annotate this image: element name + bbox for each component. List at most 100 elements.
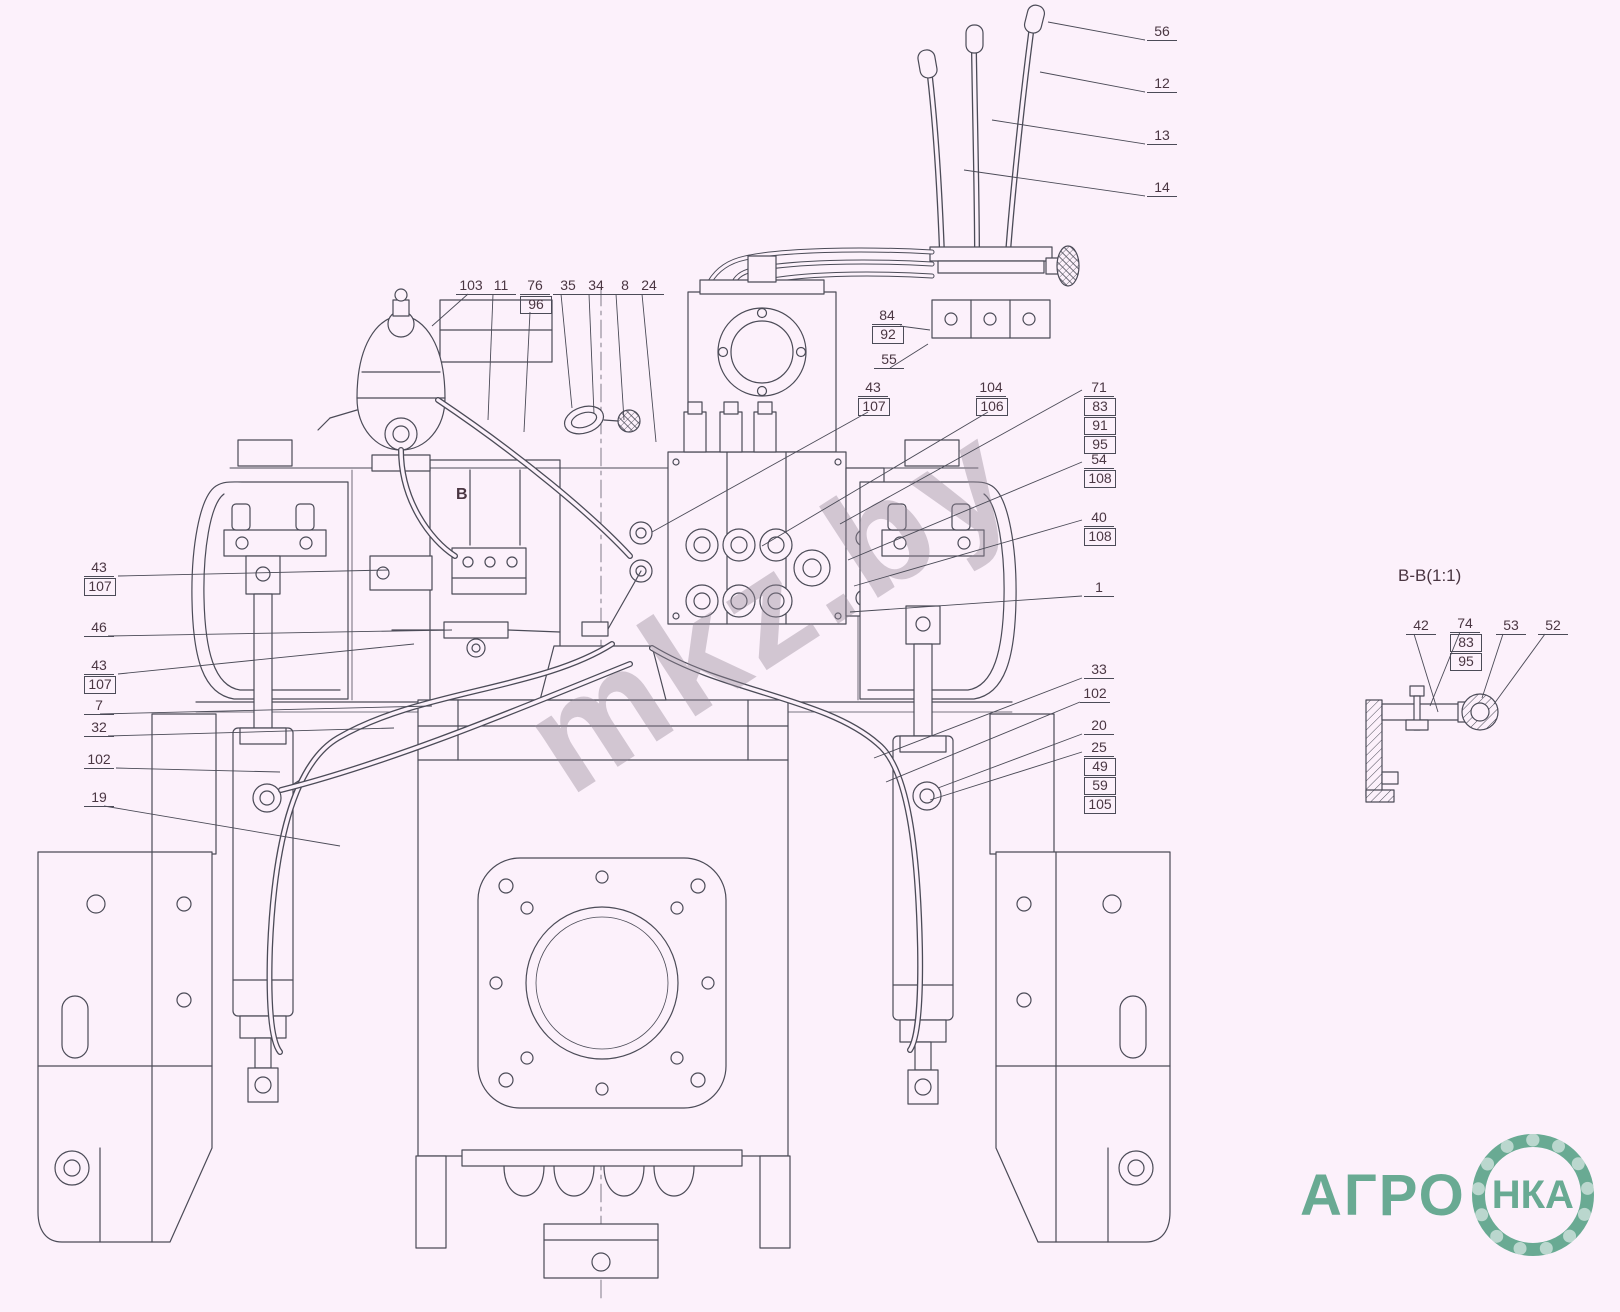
part-callout: 7	[84, 698, 114, 715]
part-callout: 11	[486, 278, 516, 295]
part-number: 53	[1496, 618, 1526, 635]
part-number: 95	[1084, 436, 1116, 454]
part-number: 14	[1147, 180, 1177, 197]
part-number: 107	[84, 676, 116, 694]
part-number: 1	[1084, 580, 1114, 597]
part-number: 8	[610, 278, 640, 295]
part-number: 33	[1084, 662, 1114, 679]
part-number: 55	[874, 352, 904, 369]
lower-linkage	[415, 1149, 791, 1279]
part-number: 52	[1538, 618, 1568, 635]
oil-filter	[317, 288, 446, 472]
part-number: 105	[1084, 796, 1116, 814]
part-number: 106	[976, 398, 1008, 416]
part-callout: 56	[1147, 24, 1177, 41]
part-callout: 12	[1147, 76, 1177, 93]
part-callout: 42	[1406, 618, 1436, 635]
part-callout: 14	[1147, 180, 1177, 197]
part-callout: 24	[634, 278, 664, 295]
hydraulic-hoses	[266, 397, 924, 1055]
part-number: 76	[520, 278, 550, 295]
part-callout: 46	[84, 620, 114, 637]
part-callout: 1	[1084, 580, 1114, 597]
part-number: 103	[456, 278, 486, 295]
part-number: 108	[1084, 528, 1116, 546]
logo-circle: НКА	[1471, 1134, 1594, 1256]
part-number: 95	[1450, 653, 1482, 671]
part-number: 24	[634, 278, 664, 295]
part-number: 107	[84, 578, 116, 596]
right-hitch-bracket	[995, 851, 1171, 1243]
part-callout: 53	[1496, 618, 1526, 635]
part-number: 102	[84, 752, 114, 769]
part-number: 43	[84, 560, 114, 577]
part-number: 102	[1080, 686, 1110, 703]
part-number: 84	[872, 308, 902, 325]
part-number: 7	[84, 698, 114, 715]
part-number: 46	[84, 620, 114, 637]
rear-housing	[417, 645, 789, 1157]
mid-manifold	[369, 547, 642, 658]
part-number: 107	[858, 398, 890, 416]
part-number: 43	[858, 380, 888, 397]
hatched-grip	[1056, 245, 1080, 287]
part-number: 19	[84, 790, 114, 807]
part-number: 54	[1084, 452, 1114, 469]
part-callout: 19	[84, 790, 114, 807]
part-callout: 33	[1084, 662, 1114, 679]
part-number: 13	[1147, 128, 1177, 145]
part-number: 42	[1406, 618, 1436, 635]
lever-knob	[965, 24, 984, 54]
part-number: 91	[1084, 417, 1116, 435]
part-number: 56	[1147, 24, 1177, 41]
part-callout: 103	[456, 278, 486, 295]
part-number: 35	[553, 278, 583, 295]
lever-knob	[1023, 4, 1046, 34]
part-number: 83	[1084, 398, 1116, 416]
part-number: 83	[1450, 634, 1482, 652]
part-callout: 34	[581, 278, 611, 295]
part-number: 49	[1084, 758, 1116, 776]
part-callout: 32	[84, 720, 114, 737]
part-number: 104	[976, 380, 1006, 397]
part-number: 11	[486, 278, 516, 295]
section-detail-label: В-В(1:1)	[1398, 566, 1462, 585]
left-hitch-bracket	[37, 851, 213, 1243]
part-number: 20	[1084, 718, 1114, 735]
part-number: 71	[1084, 380, 1114, 397]
part-callout: 35	[553, 278, 583, 295]
part-callout: 102	[84, 752, 114, 769]
part-number: 92	[872, 326, 904, 344]
part-callout: 8	[610, 278, 640, 295]
part-number: 34	[581, 278, 611, 295]
part-number: 96	[520, 296, 552, 314]
part-number: 40	[1084, 510, 1114, 527]
part-callout: 20	[1084, 718, 1114, 735]
logo-text-nka: НКА	[1491, 1172, 1574, 1217]
part-number: 12	[1147, 76, 1177, 93]
part-number: 43	[84, 658, 114, 675]
part-number: 59	[1084, 777, 1116, 795]
part-number: 74	[1450, 616, 1480, 633]
logo-text-agro: АГРО	[1300, 1162, 1466, 1228]
view-direction-label: В	[456, 486, 468, 503]
part-number: 25	[1084, 740, 1114, 757]
part-callout: 102	[1080, 686, 1110, 703]
part-number: 108	[1084, 470, 1116, 488]
part-callout: 52	[1538, 618, 1568, 635]
lever-knob	[917, 49, 938, 79]
part-callout: 55	[874, 352, 904, 369]
